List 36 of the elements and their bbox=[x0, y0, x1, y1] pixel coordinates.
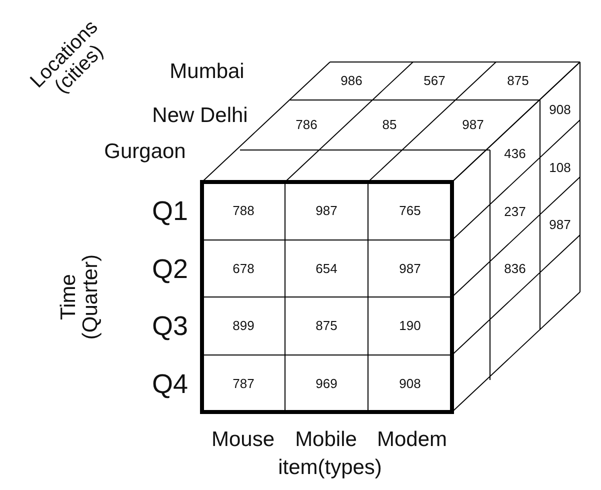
cell-value: 788 bbox=[232, 204, 254, 218]
cell-value: 678 bbox=[232, 262, 254, 276]
cell-value: 190 bbox=[399, 319, 421, 333]
cell-value: 969 bbox=[316, 376, 338, 390]
cell-value: 567 bbox=[424, 74, 446, 88]
cell-value: 875 bbox=[507, 74, 529, 88]
cell-value: 237 bbox=[504, 204, 526, 218]
cell-value: 908 bbox=[399, 376, 421, 390]
item-label: Modem bbox=[376, 428, 448, 452]
city-label: Gurgaon bbox=[104, 140, 186, 164]
cell-value: 875 bbox=[316, 319, 338, 333]
quarter-label: Q2 bbox=[152, 254, 188, 283]
quarter-label: Q1 bbox=[152, 196, 188, 226]
cell-value: 987 bbox=[399, 262, 421, 276]
cell-value: 787 bbox=[232, 376, 254, 390]
quarter-label: Q4 bbox=[152, 369, 188, 398]
cell-value: 786 bbox=[296, 118, 318, 132]
cell-value: 908 bbox=[549, 103, 571, 117]
axis-title: Time (Quarter) bbox=[58, 253, 102, 342]
cell-value: 987 bbox=[462, 118, 484, 132]
item-label: Mouse bbox=[211, 428, 275, 452]
cell-value: 85 bbox=[382, 118, 397, 132]
cell-value: 986 bbox=[340, 74, 362, 88]
cell-value: 987 bbox=[549, 218, 571, 232]
cell-value: 108 bbox=[549, 160, 571, 174]
cell-value: 436 bbox=[504, 147, 526, 161]
cell-value: 836 bbox=[504, 262, 526, 276]
axis-title: item(types) bbox=[278, 456, 382, 480]
quarter-label: Q3 bbox=[152, 312, 188, 340]
cell-value: 765 bbox=[399, 204, 421, 218]
cell-value: 899 bbox=[232, 319, 254, 333]
city-label: Mumbai bbox=[170, 60, 244, 84]
item-label: Mobile bbox=[295, 428, 357, 452]
cell-value: 654 bbox=[316, 262, 338, 276]
cell-value: 987 bbox=[316, 204, 338, 218]
city-label: New Delhi bbox=[152, 104, 248, 128]
